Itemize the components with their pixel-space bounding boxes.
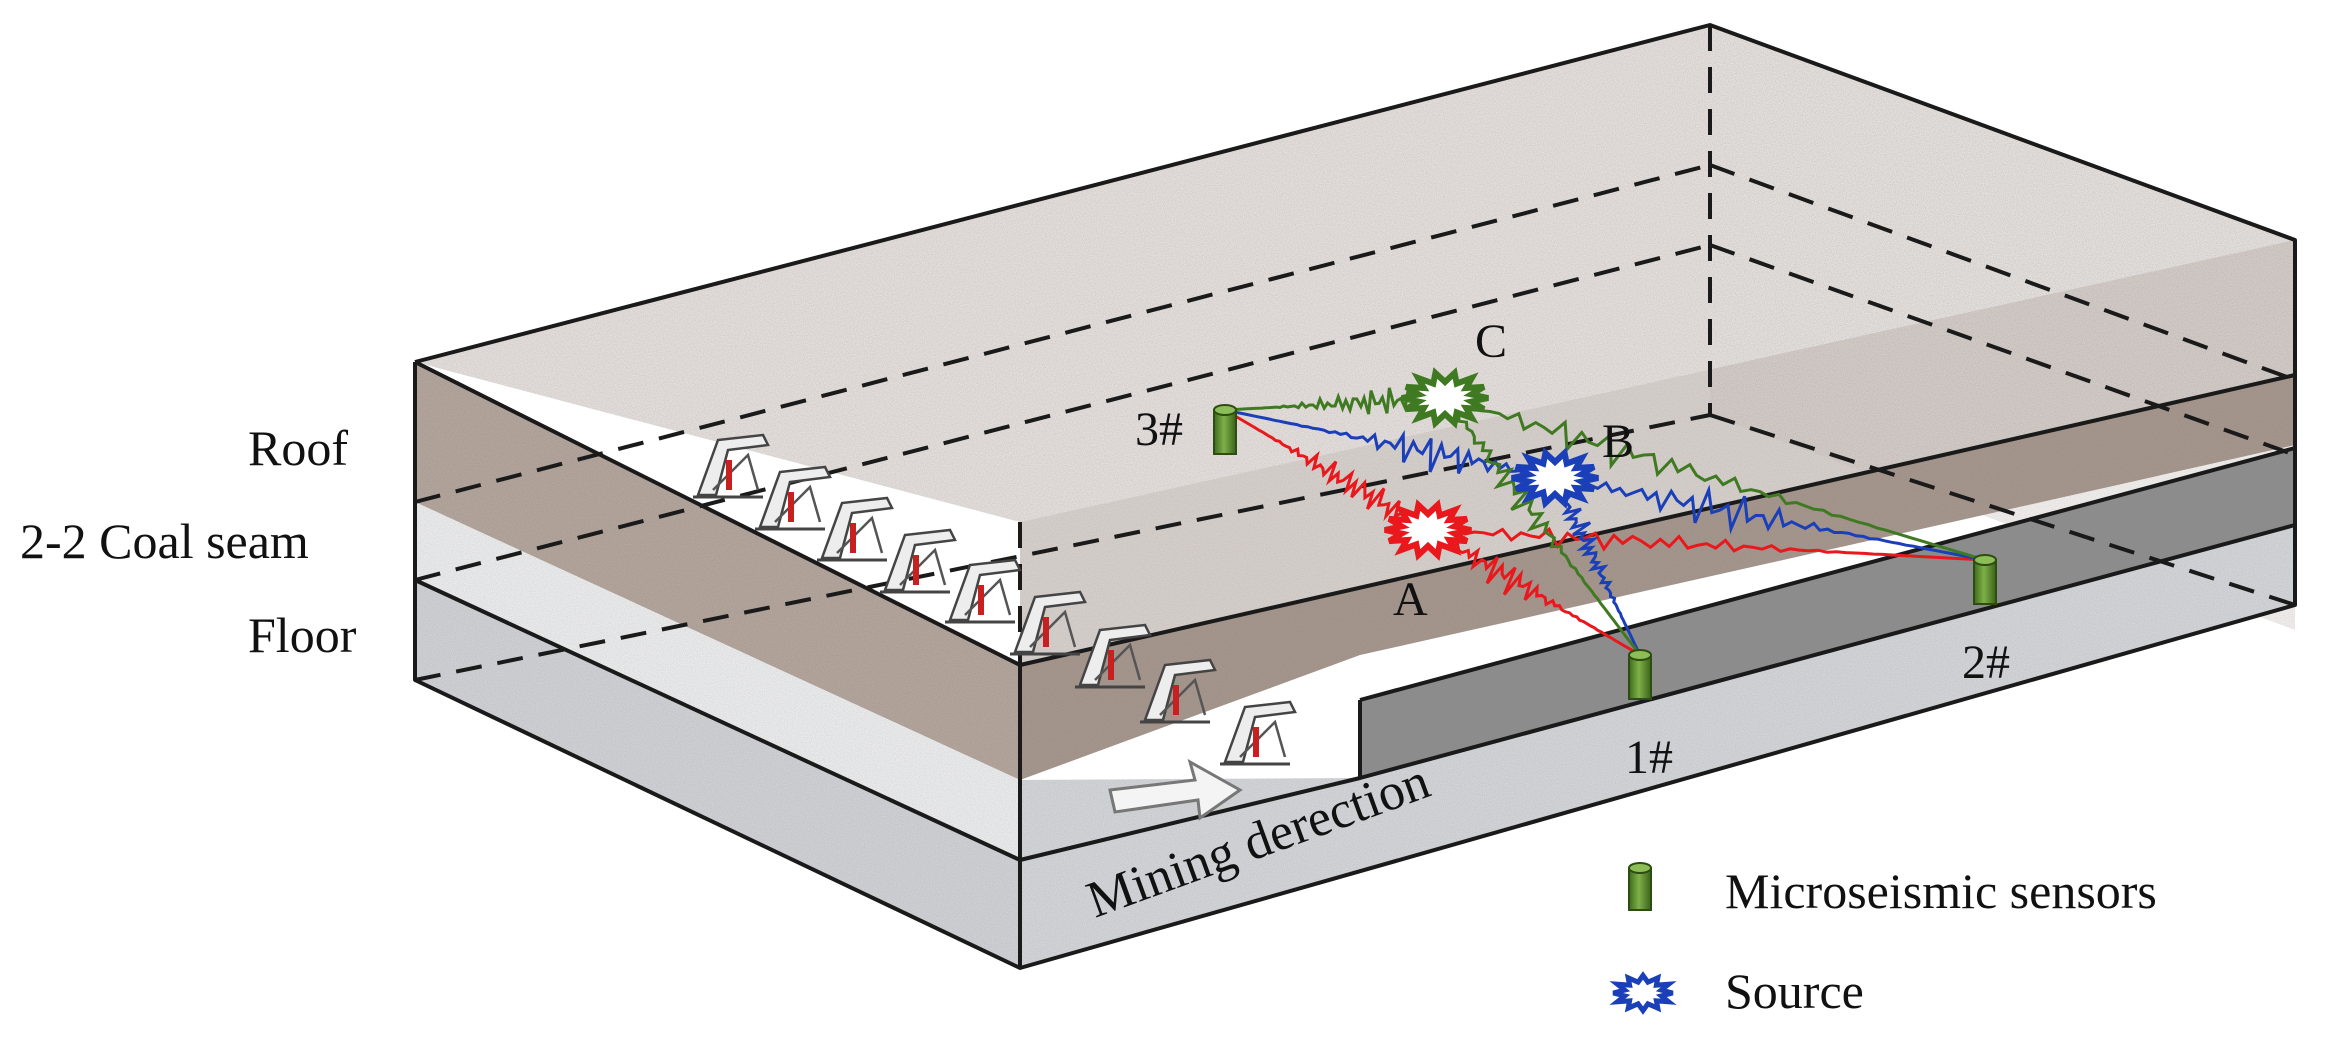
wave-path <box>1554 476 1986 562</box>
hydraulic-support <box>1220 700 1297 766</box>
source-c-label: C <box>1475 315 1507 368</box>
hidden-edge-4 <box>414 243 1711 582</box>
floor-left-top-edge <box>414 578 1021 862</box>
hidden-edge-5 <box>1709 243 2296 457</box>
hidden-edge-6 <box>414 413 1711 682</box>
green-cylinder-icon <box>1628 862 1652 911</box>
wave-path <box>1427 528 1641 657</box>
hidden-edge-7 <box>1709 413 2296 607</box>
wave-path <box>1224 408 1429 532</box>
hydraulic-support <box>755 465 832 531</box>
hidden-edge-2 <box>414 163 1711 504</box>
sensor-3-label: 3# <box>1135 403 1183 456</box>
hydraulic-support <box>1010 590 1087 656</box>
sensor-1-label: 1# <box>1625 731 1673 784</box>
sensors <box>1213 404 1997 700</box>
hydraulic-support <box>1140 658 1217 724</box>
source-a-starburst <box>1384 499 1472 561</box>
sensor-1-cylinder <box>1628 649 1652 700</box>
hydraulic-support <box>817 496 894 562</box>
hydraulic-supports <box>693 433 1297 766</box>
legend: Microseismic sensors Source <box>1609 862 2157 1019</box>
sensor-3-cylinder <box>1213 404 1237 455</box>
roof-label: Roof <box>248 420 348 476</box>
blue-starburst-icon <box>1609 971 1677 1015</box>
sources <box>1384 367 1599 561</box>
coal-seam-face <box>1360 448 2295 778</box>
hydraulic-support <box>693 433 770 499</box>
sensor-2-cylinder <box>1973 554 1997 605</box>
rock-block <box>413 23 2297 970</box>
source-b-label: B <box>1602 415 1634 468</box>
wave-path <box>1553 477 1642 656</box>
roof-left-face <box>415 362 1020 780</box>
coal-seam-label: 2-2 Coal seam <box>20 513 309 569</box>
coal-seam-left-strip <box>415 502 1020 860</box>
hydraulic-support <box>945 558 1022 624</box>
roof-front-face <box>1020 375 2295 780</box>
legend-source-label: Source <box>1725 963 1864 1019</box>
floor-left-face <box>415 580 1020 968</box>
hydraulic-support <box>880 528 957 594</box>
source-a-label: A <box>1393 573 1428 626</box>
legend-sensor-label: Microseismic sensors <box>1725 863 2157 919</box>
wave-path <box>1444 396 1986 562</box>
wave-path <box>1427 526 1986 562</box>
coal-top-edge <box>1359 446 2296 702</box>
source-b-starburst <box>1511 447 1599 509</box>
hidden-edge-3 <box>1709 163 2296 382</box>
floor-label: Floor <box>248 607 357 663</box>
sensor-2-label: 2# <box>1962 636 2010 689</box>
wave-paths <box>1224 385 1986 657</box>
source-c-starburst <box>1401 367 1489 429</box>
mining-direction-arrow <box>1108 758 1243 821</box>
hydraulic-support <box>1075 623 1152 689</box>
goaf-area <box>1020 240 2295 665</box>
wave-path <box>1443 396 1642 656</box>
floor-front-face <box>1020 525 2295 968</box>
